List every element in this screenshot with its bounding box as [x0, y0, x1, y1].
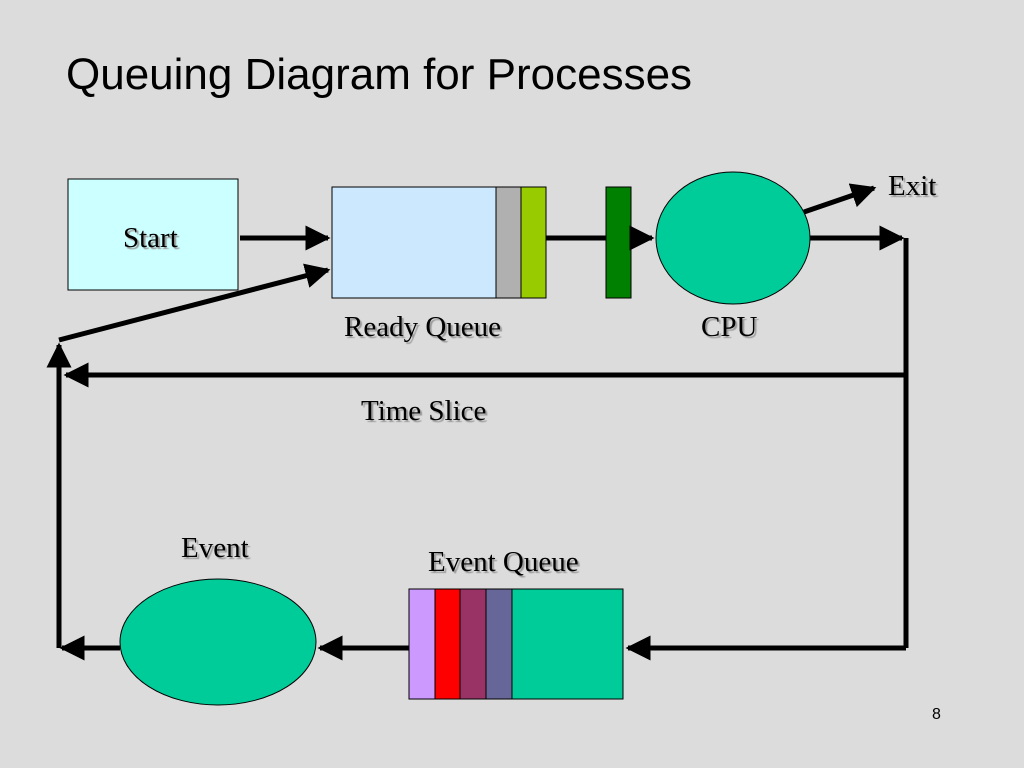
page-number: 8 [932, 706, 941, 723]
ready-queue-label: Ready Queue [344, 311, 502, 343]
start-box [67, 178, 239, 291]
event-label: Event [181, 532, 249, 564]
slide-title: Queuing Diagram for Processes [66, 50, 693, 99]
event-queue-slot-maroon [459, 588, 487, 700]
cpu-label: CPU [701, 311, 758, 343]
arrow-cpu-to-exit [803, 183, 877, 215]
event-queue-slot-violet [408, 588, 436, 700]
ready-queue-slot-gray [495, 186, 522, 299]
event-queue-slot-slate [485, 588, 513, 700]
event-circle [119, 578, 317, 706]
time-slice-label: Time Slice [361, 395, 487, 427]
dispatcher-bar [605, 186, 632, 299]
cpu-circle [655, 171, 811, 305]
ready-queue-slot-green [520, 186, 547, 299]
event-queue-label: Event Queue [428, 546, 579, 578]
arrow-return-to-ready [58, 263, 331, 343]
start-label: Start [123, 222, 178, 254]
event-queue-body [511, 588, 624, 700]
exit-label: Exit [888, 170, 937, 202]
ready-queue-body [331, 186, 497, 299]
event-queue-slot-red [434, 588, 461, 700]
